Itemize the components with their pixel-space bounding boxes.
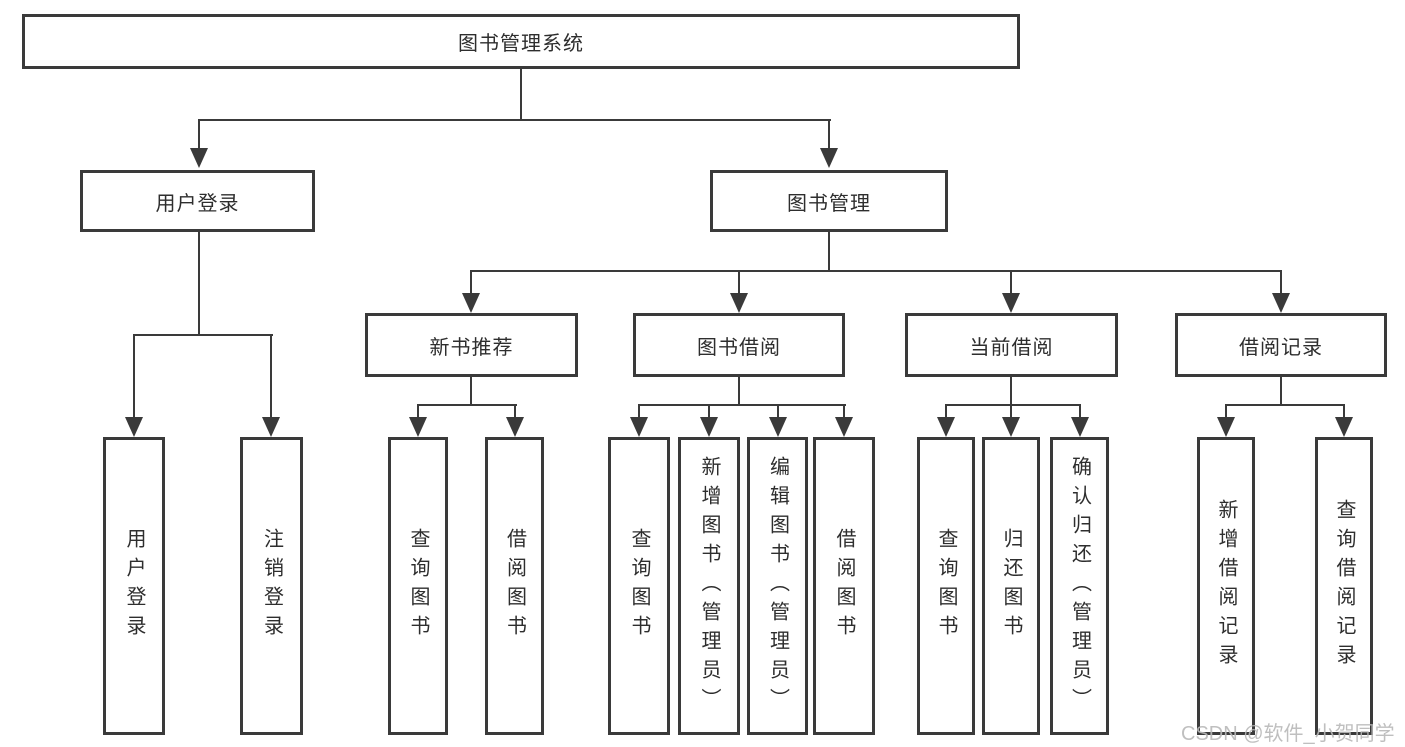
leaf-user-login: 用户登录 <box>103 437 165 735</box>
leaf-query-books-borrowing: 查询图书 <box>608 437 670 735</box>
connector-segment <box>828 119 830 151</box>
connector-segment <box>945 404 1081 406</box>
connector-segment <box>417 404 419 419</box>
leaf-confirm-return-admin: 确认归还（管理员） <box>1050 437 1109 735</box>
connector-segment <box>1225 404 1345 406</box>
connector-segment <box>1010 270 1012 296</box>
arrowhead <box>190 148 208 168</box>
arrowhead <box>1002 417 1020 437</box>
connector-segment <box>198 119 200 151</box>
connector-segment <box>1079 404 1081 419</box>
connector-segment <box>777 404 779 419</box>
connector-segment <box>738 377 740 406</box>
arrowhead <box>937 417 955 437</box>
connector-segment <box>1280 377 1282 406</box>
arrowhead <box>125 417 143 437</box>
connector-segment <box>843 404 845 419</box>
leaf-query-books-recommend: 查询图书 <box>388 437 448 735</box>
connector-segment <box>1010 404 1012 419</box>
connector-segment <box>945 404 947 419</box>
arrowhead <box>462 293 480 313</box>
connector-segment <box>198 232 200 336</box>
connector-segment <box>828 232 830 272</box>
node-root-library-system: 图书管理系统 <box>22 14 1020 69</box>
connector-segment <box>1343 404 1345 419</box>
arrowhead <box>730 293 748 313</box>
connector-segment <box>470 377 472 406</box>
arrowhead <box>1002 293 1020 313</box>
leaf-borrow-books-recommend: 借阅图书 <box>485 437 544 735</box>
connector-segment <box>520 66 522 121</box>
leaf-add-borrow-record: 新增借阅记录 <box>1197 437 1255 735</box>
node-book-management: 图书管理 <box>710 170 948 232</box>
connector-segment <box>738 270 740 296</box>
arrowhead <box>409 417 427 437</box>
node-user-login: 用户登录 <box>80 170 315 232</box>
connector-segment <box>1280 270 1282 296</box>
connector-segment <box>638 404 640 419</box>
connector-segment <box>133 334 273 336</box>
arrowhead <box>262 417 280 437</box>
csdn-watermark: CSDN @软件_小贺同学 <box>1181 723 1395 745</box>
connector-segment <box>417 404 517 406</box>
leaf-query-borrow-record: 查询借阅记录 <box>1315 437 1373 735</box>
arrowhead <box>835 417 853 437</box>
node-current-borrowing: 当前借阅 <box>905 313 1118 377</box>
connector-segment <box>1010 377 1012 406</box>
arrowhead <box>1217 417 1235 437</box>
node-book-borrowing: 图书借阅 <box>633 313 845 377</box>
arrowhead <box>1335 417 1353 437</box>
connector-segment <box>1225 404 1227 419</box>
connector-segment <box>708 404 710 419</box>
arrowhead <box>630 417 648 437</box>
arrowhead <box>1071 417 1089 437</box>
connector-segment <box>470 270 472 296</box>
connector-segment <box>514 404 516 419</box>
leaf-add-books-admin: 新增图书（管理员） <box>678 437 740 735</box>
arrowhead <box>700 417 718 437</box>
connector-segment <box>198 119 831 121</box>
leaf-logout: 注销登录 <box>240 437 303 735</box>
leaf-edit-books-admin: 编辑图书（管理员） <box>747 437 808 735</box>
connector-segment <box>638 404 846 406</box>
leaf-query-books-current: 查询图书 <box>917 437 975 735</box>
arrowhead <box>1272 293 1290 313</box>
connector-segment <box>470 270 1282 272</box>
node-borrowing-records: 借阅记录 <box>1175 313 1387 377</box>
connector-segment <box>133 334 135 419</box>
leaf-return-books: 归还图书 <box>982 437 1040 735</box>
node-new-book-recommend: 新书推荐 <box>365 313 578 377</box>
connector-segment <box>270 334 272 419</box>
arrowhead <box>506 417 524 437</box>
leaf-borrow-books: 借阅图书 <box>813 437 875 735</box>
arrowhead <box>820 148 838 168</box>
arrowhead <box>769 417 787 437</box>
